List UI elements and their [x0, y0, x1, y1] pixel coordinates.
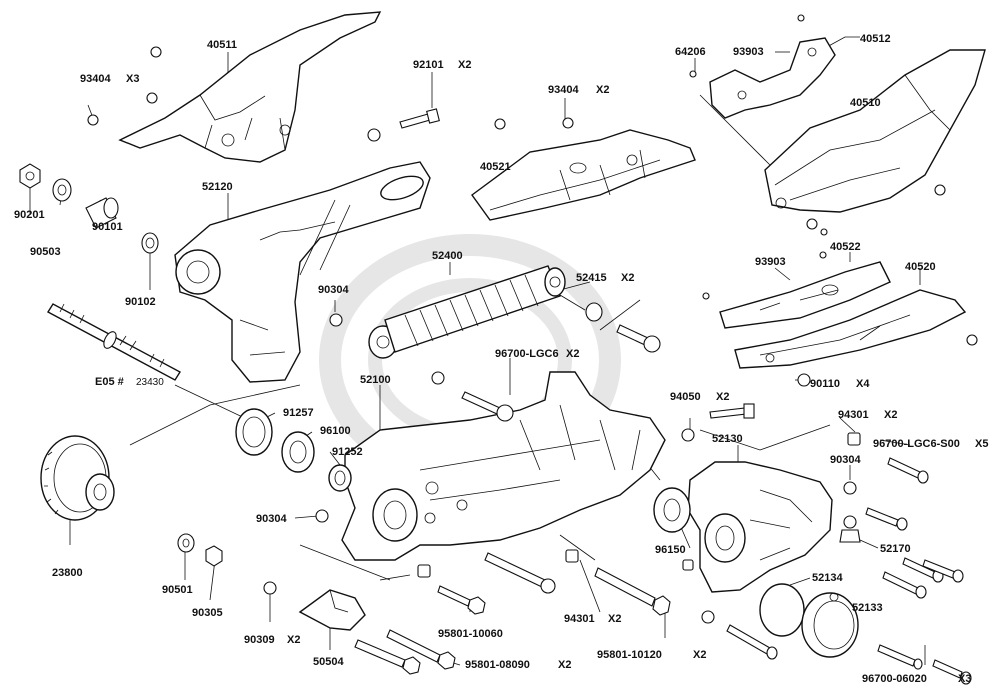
label-90110: 90110	[810, 378, 840, 390]
label-95801-10120-qty: X2	[693, 649, 706, 661]
label-90309-qty: X2	[287, 634, 300, 646]
label-52134: 52134	[812, 572, 843, 584]
label-95801-08090: 95801-08090	[465, 659, 530, 671]
part-52100-swingarm-main	[341, 371, 666, 561]
label-90110-qty: X4	[856, 378, 870, 390]
label-40512: 40512	[860, 33, 891, 45]
label-94050-qty: X2	[716, 391, 729, 403]
label-96700-06020: 96700-06020	[862, 673, 927, 685]
label-90304-c: 90304	[256, 513, 287, 525]
part-40510-rear-fender	[764, 49, 986, 213]
label-96700-lgc6-qty: X2	[566, 348, 579, 360]
part-52134-o-ring	[759, 583, 805, 637]
label-96700-lgc6: 96700-LGC6	[495, 348, 559, 360]
part-52130-gear-case	[687, 461, 833, 593]
label-96700-06020-qty: X3	[958, 673, 971, 685]
label-96700-lgc6-s00-qty: X5	[975, 438, 988, 450]
label-96150: 96150	[655, 544, 686, 556]
label-e05-number: 23430	[136, 377, 164, 388]
part-90501-washer	[177, 533, 195, 553]
label-90101: 90101	[92, 221, 123, 233]
part-90102-bushing	[141, 232, 159, 254]
label-40511: 40511	[207, 39, 237, 51]
part-90201-nut	[19, 163, 41, 189]
label-40521: 40521	[480, 161, 511, 173]
label-93404-b: 93404	[548, 84, 579, 96]
label-64206: 64206	[675, 46, 706, 58]
label-90304-b: 90304	[830, 454, 861, 466]
label-50504: 50504	[313, 656, 344, 668]
label-93404-a-qty: X3	[126, 73, 139, 85]
bolts	[354, 108, 972, 685]
label-93404-b-qty: X2	[596, 84, 609, 96]
label-91257: 91257	[283, 407, 314, 419]
part-52400-shock-absorber	[368, 265, 566, 359]
label-94301-b: 94301	[564, 613, 595, 625]
part-40521-mud-guard	[471, 129, 696, 221]
small-fasteners	[87, 14, 978, 624]
label-90503: 90503	[30, 246, 61, 258]
part-40512-bracket	[709, 37, 836, 119]
part-91257-seal	[235, 408, 273, 456]
label-52133: 52133	[852, 602, 883, 614]
label-90305: 90305	[192, 607, 223, 619]
part-52400-upper-mount	[585, 302, 661, 353]
part-23800-drive-pulley	[40, 435, 115, 521]
label-95801-10120: 95801-10120	[597, 649, 662, 661]
label-96100: 96100	[320, 425, 351, 437]
label-91252: 91252	[332, 446, 363, 458]
label-94050: 94050	[670, 391, 701, 403]
part-E05-axle-shaft	[47, 303, 181, 381]
label-92101-qty: X2	[458, 59, 471, 71]
label-52400: 52400	[432, 250, 463, 262]
label-40510: 40510	[850, 97, 881, 109]
label-40520: 40520	[905, 261, 936, 273]
label-52120: 52120	[202, 181, 233, 193]
label-95801-10060: 95801-10060	[438, 628, 503, 640]
part-90305-nut	[205, 545, 223, 567]
label-52415: 52415	[576, 272, 607, 284]
label-93903-a: 93903	[733, 46, 764, 58]
label-90309: 90309	[244, 634, 275, 646]
label-95801-08090-qty: X2	[558, 659, 571, 671]
part-91252-seal	[328, 464, 352, 492]
label-96700-lgc6-s00: 96700-LGC6-S00	[873, 438, 960, 450]
label-90501: 90501	[162, 584, 193, 596]
label-92101: 92101	[413, 59, 444, 71]
label-90201: 90201	[14, 209, 45, 221]
label-52415-qty: X2	[621, 272, 634, 284]
part-40511-chain-guard-upper	[118, 11, 382, 163]
label-40522: 40522	[830, 241, 861, 253]
part-40520-chain-guard-lower	[734, 289, 967, 369]
part-50504-bracket	[298, 589, 366, 631]
part-52170-breather	[839, 515, 861, 543]
label-90102: 90102	[125, 296, 156, 308]
part-90101-collar	[85, 197, 119, 229]
part-40522-bracket	[719, 261, 891, 329]
part-labels: 40511 93404 X3 92101 X2 93404 X2 64206 9…	[14, 33, 988, 685]
label-23800: 23800	[52, 567, 83, 579]
label-94301-a-qty: X2	[884, 409, 897, 421]
label-93903-b: 93903	[755, 256, 786, 268]
part-96150-bearing	[653, 487, 691, 533]
part-90503-washer	[52, 178, 72, 202]
label-52100: 52100	[360, 374, 391, 386]
part-52120-swingarm-left	[174, 161, 431, 383]
part-52133-cover	[801, 592, 859, 658]
part-96100-bearing	[281, 431, 315, 473]
label-90304-a: 90304	[318, 284, 349, 296]
label-93404-a: 93404	[80, 73, 111, 85]
label-e05: E05 #	[95, 376, 124, 388]
label-52170: 52170	[880, 543, 911, 555]
label-52130: 52130	[712, 433, 743, 445]
label-94301-a: 94301	[838, 409, 869, 421]
label-94301-b-qty: X2	[608, 613, 621, 625]
